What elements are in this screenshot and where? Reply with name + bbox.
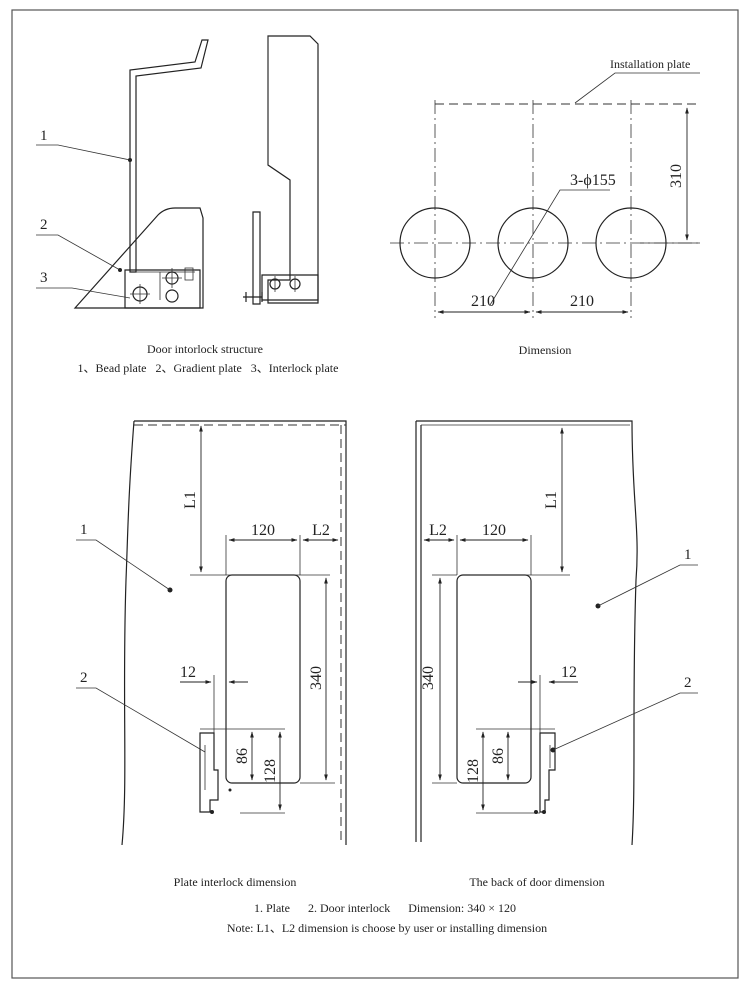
plate-128-label: 128 <box>262 759 279 783</box>
plate-l1-label: L1 <box>182 491 199 509</box>
installation-plate-label: Installation plate <box>610 57 690 71</box>
back-86-label: 86 <box>490 748 507 764</box>
back-caption: The back of door dimension <box>469 875 604 889</box>
hole-dimension-drawing <box>390 72 700 318</box>
back-l1-label: L1 <box>543 491 560 509</box>
back-width-120-label: 120 <box>482 522 506 539</box>
structure-legend: 1、Bead plate 2、Gradient plate 3、Interloc… <box>78 361 339 375</box>
footer-legend: 1. Plate 2. Door interlock Dimension: 34… <box>254 901 516 915</box>
callout-1: 1 <box>40 128 48 144</box>
plate-caption: Plate interlock dimension <box>174 875 297 889</box>
plate-callout-1: 1 <box>80 522 88 538</box>
plate-width-120-label: 120 <box>251 522 275 539</box>
back-height-340-label: 340 <box>420 666 437 690</box>
spacing-210-left-label: 210 <box>471 293 495 310</box>
structure-caption: Door intorlock structure <box>147 342 263 356</box>
plate-height-340-label: 340 <box>308 666 325 690</box>
back-gap-12-label: 12 <box>561 664 577 681</box>
dimension-caption: Dimension <box>519 343 572 357</box>
plate-interlock-drawing <box>76 420 347 846</box>
callout-3: 3 <box>40 270 48 286</box>
door-back-drawing <box>415 420 698 846</box>
plate-86-label: 86 <box>234 748 251 764</box>
hole-diameter-label: 3-ϕ155 <box>570 172 616 189</box>
footer-note: Note: L1、L2 dimension is choose by user … <box>227 921 547 935</box>
plate-l2-label: L2 <box>312 522 330 539</box>
plate-callout-2: 2 <box>80 670 88 686</box>
plate-gap-12-label: 12 <box>180 664 196 681</box>
back-callout-2: 2 <box>684 675 692 691</box>
back-callout-1: 1 <box>684 547 692 563</box>
back-128-label: 128 <box>465 759 482 783</box>
callout-2: 2 <box>40 217 48 233</box>
back-l2-label: L2 <box>429 522 447 539</box>
spacing-210-right-label: 210 <box>570 293 594 310</box>
height-310-label: 310 <box>668 164 685 188</box>
sheet-border <box>11 9 739 979</box>
door-interlock-structure-drawing <box>36 35 319 309</box>
